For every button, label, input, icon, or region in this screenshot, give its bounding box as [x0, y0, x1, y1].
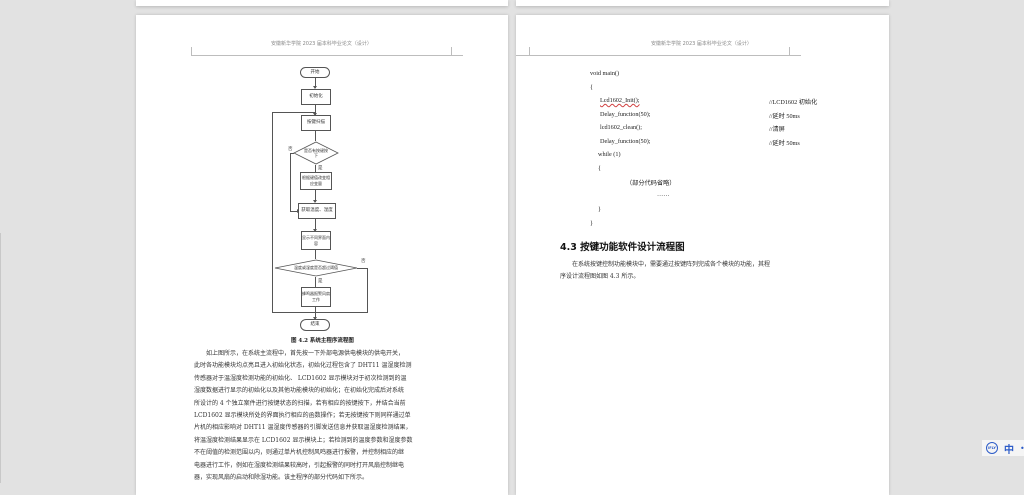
- flow-connector: [272, 112, 273, 312]
- flow-connector: [315, 219, 316, 231]
- paragraph-line: 在系统按键控制功能模块中，需要通过按键阵列完成各个模块的功能，其程: [572, 261, 771, 268]
- label-yes: 是: [318, 166, 323, 171]
- code-comment: //清屏: [769, 126, 785, 133]
- code-line: Delay_function(50);: [600, 111, 651, 118]
- code-line: {: [590, 84, 593, 91]
- flow-connector: [315, 190, 316, 202]
- flow-decision-key: [293, 141, 339, 165]
- flow-connector: [315, 277, 316, 287]
- header-tick-right: [451, 47, 452, 55]
- code-line: {: [598, 165, 601, 172]
- body-paragraph: 在系统按键控制功能模块中，需要通过按键阵列完成各个模块的功能，其程 序设计流程图…: [560, 259, 836, 284]
- flow-connector: [315, 312, 368, 313]
- paragraph-line: 片机的相应影响对 DHT11 温湿度传感器的引脚发送信息并获取温湿度检测结果，: [194, 424, 412, 432]
- flow-connector: [315, 250, 316, 259]
- code-line: （部分代码省略）: [626, 180, 676, 187]
- panel-edge: [0, 233, 1, 483]
- page-header: 安徽新华学院 2023 届本科毕业论文（设计）: [271, 41, 372, 47]
- code-line: }: [598, 206, 601, 213]
- paragraph-line: 器，实现风扇的启动和除湿功能。该主程序的部分代码如下所示。: [194, 474, 369, 482]
- code-line: void main(): [590, 70, 620, 77]
- paragraph-line: 传感器对于温湿度检测功能的初始化、 LCD1602 显示模块对于初次检测到的温: [194, 374, 407, 382]
- paragraph-line: 将温湿度检测结果显示在 LCD1602 显示模块上；若检测到的温度参数和湿度参数: [194, 436, 413, 444]
- paragraph-line: LCD1602 显示模块所处的界面执行相应的函数操作；若无按键按下则同样通过单: [194, 412, 411, 420]
- header-rule-ext: [789, 55, 801, 56]
- decision-threshold-text: 温度或湿度是否超过阈值: [294, 265, 338, 270]
- ime-punctuation-toggle[interactable]: •: [1020, 444, 1024, 453]
- code-line: Lcd1602_Init();: [600, 97, 640, 104]
- section-heading: 4.3 按键功能软件设计流程图: [560, 242, 685, 253]
- header-rule: [529, 55, 789, 56]
- header-rule-ext: [451, 55, 463, 56]
- code-line: }: [590, 220, 593, 227]
- paragraph-line: 所设计的 4 个独立案件进行按键状态的扫描，若有相应的按键按下，并结合当前: [194, 399, 406, 407]
- ime-logo-icon[interactable]: iFLY: [986, 442, 998, 454]
- flow-connector: [315, 131, 316, 141]
- label-yes: 是: [318, 279, 323, 284]
- header-rule: [191, 55, 451, 56]
- figure-caption: 图 4.2 系统主程序流程图: [291, 338, 354, 344]
- previous-page-right-edge: [516, 0, 889, 6]
- code-line: ……: [657, 191, 670, 198]
- paragraph-line: 湿度数据进行显示的初始化以及其他功能模块的初始化；在初始化完成后对系统: [194, 387, 405, 395]
- paragraph-line: 序设计流程图如图 4.3 所示。: [560, 273, 640, 281]
- code-line: Delay_function(50);: [600, 138, 651, 145]
- body-paragraph: 如上图所示，在系统主流程中，首先按一下外部电源供电模块的供电开关， 此时各功能模…: [194, 348, 450, 484]
- flow-node-key-handle: 根据键值改变相应变量: [300, 172, 332, 190]
- flow-node-alarm: 蜂鸣器报警风扇工作: [301, 287, 331, 307]
- code-comment: //LCD1602 初始化: [769, 99, 818, 106]
- flow-node-end: 结束: [300, 319, 330, 331]
- flow-connector: [290, 153, 294, 154]
- flow-connector: [315, 105, 316, 115]
- label-no: 否: [288, 147, 293, 152]
- header-tick-left: [191, 47, 192, 55]
- code-line: lcd1602_clean();: [600, 124, 642, 131]
- flow-connector: [290, 153, 291, 211]
- flow-connector: [290, 211, 299, 212]
- flow-connector: [315, 165, 316, 172]
- arrow-icon: [313, 113, 317, 116]
- arrow-icon: [313, 86, 317, 89]
- arrow-icon: [313, 200, 317, 203]
- previous-page-left-edge: [136, 0, 508, 6]
- header-rule-ext: [516, 55, 529, 56]
- ime-language-toggle[interactable]: 中: [1004, 444, 1014, 456]
- label-no: 否: [361, 259, 366, 264]
- document-page-left: 安徽新华学院 2023 届本科毕业论文（设计） 开始 初始化 按键扫描 是否有按…: [136, 15, 508, 495]
- header-tick-right: [789, 47, 790, 55]
- flow-node-key-scan: 按键扫描: [301, 115, 331, 131]
- flow-node-display: 显示不同界面内容: [301, 231, 331, 250]
- decision-key-text: 是否有按键按下: [304, 148, 328, 158]
- flow-node-init: 初始化: [301, 89, 331, 105]
- flow-connector: [315, 78, 316, 88]
- page-header: 安徽新华学院 2023 届本科毕业论文（设计）: [651, 41, 752, 47]
- arrow-icon: [313, 229, 317, 232]
- flow-connector: [367, 268, 368, 313]
- arrow-icon: [313, 317, 317, 320]
- ime-indicator[interactable]: iFLY 中 •: [982, 440, 1024, 456]
- flow-decision-threshold: [274, 259, 358, 277]
- flow-node-read-sensor: 获取温度、湿度: [298, 203, 336, 219]
- paragraph-line: 不在阈值的检测范围以内，则通过单片机控制风鸣器进行报警，并控制相应的继: [194, 449, 405, 457]
- flow-node-start: 开始: [300, 67, 330, 78]
- code-comment: //延时 50ms: [769, 140, 800, 147]
- document-page-right: 安徽新华学院 2023 届本科毕业论文（设计） void main() { Lc…: [516, 15, 889, 495]
- flow-connector: [315, 307, 316, 319]
- header-tick-left: [529, 47, 530, 55]
- code-comment: //延时 50ms: [769, 113, 800, 120]
- flow-connector: [272, 312, 316, 313]
- paragraph-line: 电器进行工作，例如在湿度检测结果较高时，引起报警的同时打开风扇控制继电: [194, 461, 405, 469]
- paragraph-line: 如上图所示，在系统主流程中，首先按一下外部电源供电模块的供电开关，: [206, 350, 405, 357]
- flow-connector: [272, 112, 316, 113]
- code-line: while (1): [598, 151, 621, 158]
- paragraph-line: 此时各功能模块均点亮且进入初始化状态，初始化过程包含了 DHT11 温湿度检测: [194, 362, 412, 370]
- flow-connector: [357, 268, 367, 269]
